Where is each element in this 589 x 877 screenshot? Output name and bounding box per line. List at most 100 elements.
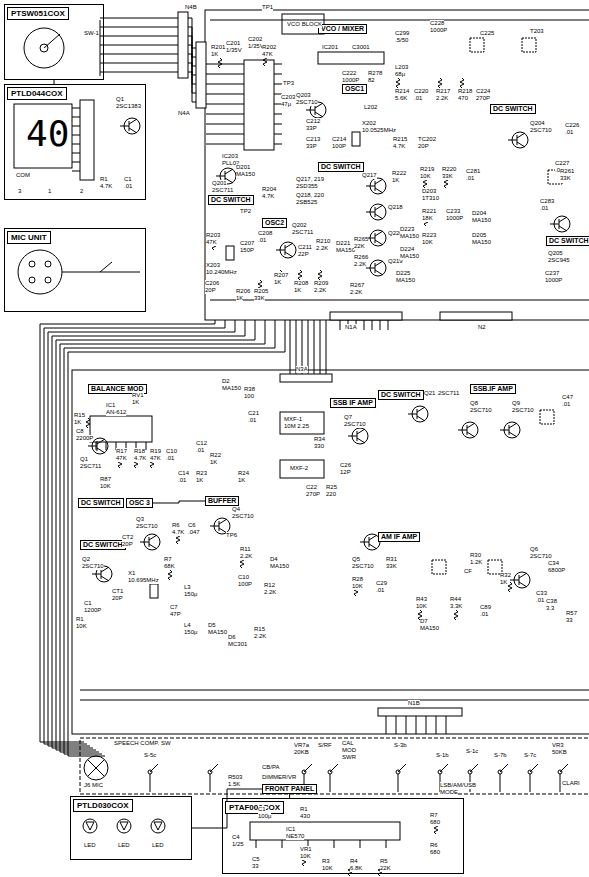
component-label: R31 xyxy=(386,556,397,563)
component-label: L203 xyxy=(395,64,408,71)
component-label: .01 xyxy=(196,447,204,454)
wire xyxy=(72,144,80,145)
switch-symbol xyxy=(150,774,151,792)
component-label: Q1 xyxy=(80,456,88,463)
component-label: R87 xyxy=(100,476,111,483)
switch-symbol xyxy=(210,774,211,792)
component-label: R202 xyxy=(262,44,276,51)
component-label: X1 xyxy=(128,570,135,577)
component-label: 1K xyxy=(211,51,218,58)
component-label: C10 xyxy=(238,574,249,581)
transformer-symbol xyxy=(432,560,446,574)
component-label: L202 xyxy=(364,104,377,111)
component-label: MA150 xyxy=(420,625,439,632)
component-label: C14 xyxy=(178,470,189,477)
component-label: 4.7K xyxy=(100,183,112,190)
component-label: X203 xyxy=(206,262,220,269)
component-label: 1000P xyxy=(446,215,463,222)
component-label: RV1 xyxy=(132,392,144,399)
component-label: 430 xyxy=(300,813,310,820)
block-title: DC SWITCH xyxy=(549,237,589,244)
component-label: R261 xyxy=(560,168,574,175)
switch-symbol xyxy=(45,277,51,283)
component-label: 1K xyxy=(196,477,203,484)
component-label: D7 xyxy=(420,618,428,625)
switch-symbol xyxy=(500,764,508,772)
component-label: Q202 xyxy=(292,222,307,229)
component-label: .5/50 xyxy=(395,37,408,44)
component-label: Q205 xyxy=(548,250,563,257)
switch-symbol xyxy=(24,28,64,68)
component-label: R206 xyxy=(236,288,250,295)
component-label: N1A xyxy=(345,324,357,331)
component-label: 2SC710 xyxy=(512,407,534,414)
wire xyxy=(274,74,282,75)
component-label: R15 xyxy=(254,626,265,633)
wire xyxy=(100,36,178,37)
board-outline xyxy=(100,20,101,76)
component-label: L3 xyxy=(184,584,191,591)
component-label: 2SB525 xyxy=(296,199,317,206)
component-label: 2SC710 xyxy=(352,563,374,570)
wire xyxy=(256,840,257,848)
component-label: C5 xyxy=(252,856,260,863)
component-label: 2.2K xyxy=(436,95,448,102)
switch-symbol xyxy=(86,822,94,830)
component-label: 680 xyxy=(430,849,440,856)
component-label: R18 xyxy=(134,448,145,455)
component-label: MA150 xyxy=(208,629,227,636)
wire xyxy=(426,716,427,734)
component-label: S-5c xyxy=(144,752,156,759)
component-label: 1K xyxy=(392,177,399,184)
block-label: DC SWITCH xyxy=(318,162,364,172)
wire xyxy=(64,320,275,754)
block-title: BUFFER xyxy=(208,497,236,504)
component-label: R203 xyxy=(206,232,220,239)
switch-symbol xyxy=(330,774,331,792)
block-title: PTSW051COX xyxy=(7,7,69,20)
wire xyxy=(188,36,192,37)
component-label: IC1 xyxy=(106,402,115,409)
component-label: 47K xyxy=(116,455,127,462)
component-label: C237 xyxy=(545,270,559,277)
component-label: R5 xyxy=(380,858,388,865)
component-label: R205 xyxy=(254,288,268,295)
block-label: DC SWITCH xyxy=(378,390,424,400)
wire xyxy=(56,320,255,750)
component-label: Q5 xyxy=(352,556,360,563)
component-label: R12 xyxy=(264,582,275,589)
wire xyxy=(386,840,387,848)
component-label: D204 xyxy=(472,210,486,217)
component-label: 33P xyxy=(306,125,317,132)
component-label: R219 xyxy=(420,166,434,173)
component-label: 2SC711 xyxy=(292,229,313,236)
transistor-symbol xyxy=(210,519,227,533)
component-label: 68K xyxy=(164,563,175,570)
component-label: 10K xyxy=(100,483,111,490)
component-label: .01 xyxy=(414,95,422,102)
component-label: 1/35V xyxy=(226,47,242,54)
switch-symbol xyxy=(151,819,165,833)
component-label: 270P xyxy=(476,95,490,102)
component-label: C4 xyxy=(232,834,240,841)
wire xyxy=(274,84,282,85)
component-label: 10.240MHz xyxy=(206,269,237,276)
component-label: SPEECH COMP. SW xyxy=(114,740,171,747)
component-label: 20P xyxy=(122,541,133,548)
wire xyxy=(60,320,265,752)
component-label: TC202 xyxy=(418,136,436,143)
circuit-board: PTLD030COX xyxy=(70,796,192,860)
wire xyxy=(416,716,417,734)
component-label: 100P xyxy=(332,143,346,150)
component-label: C1 xyxy=(124,176,132,183)
component-label: C214 xyxy=(332,136,346,143)
component-label: 1K xyxy=(210,459,217,466)
transistor-symbol xyxy=(508,133,525,147)
component-label: 2SC711 xyxy=(212,187,233,194)
wire xyxy=(52,320,245,748)
wire xyxy=(274,144,282,145)
component-label: 47K xyxy=(206,239,217,246)
component-label: 2SC710 xyxy=(296,99,318,106)
ic-package xyxy=(244,60,274,150)
component-label: C201 xyxy=(226,40,240,47)
